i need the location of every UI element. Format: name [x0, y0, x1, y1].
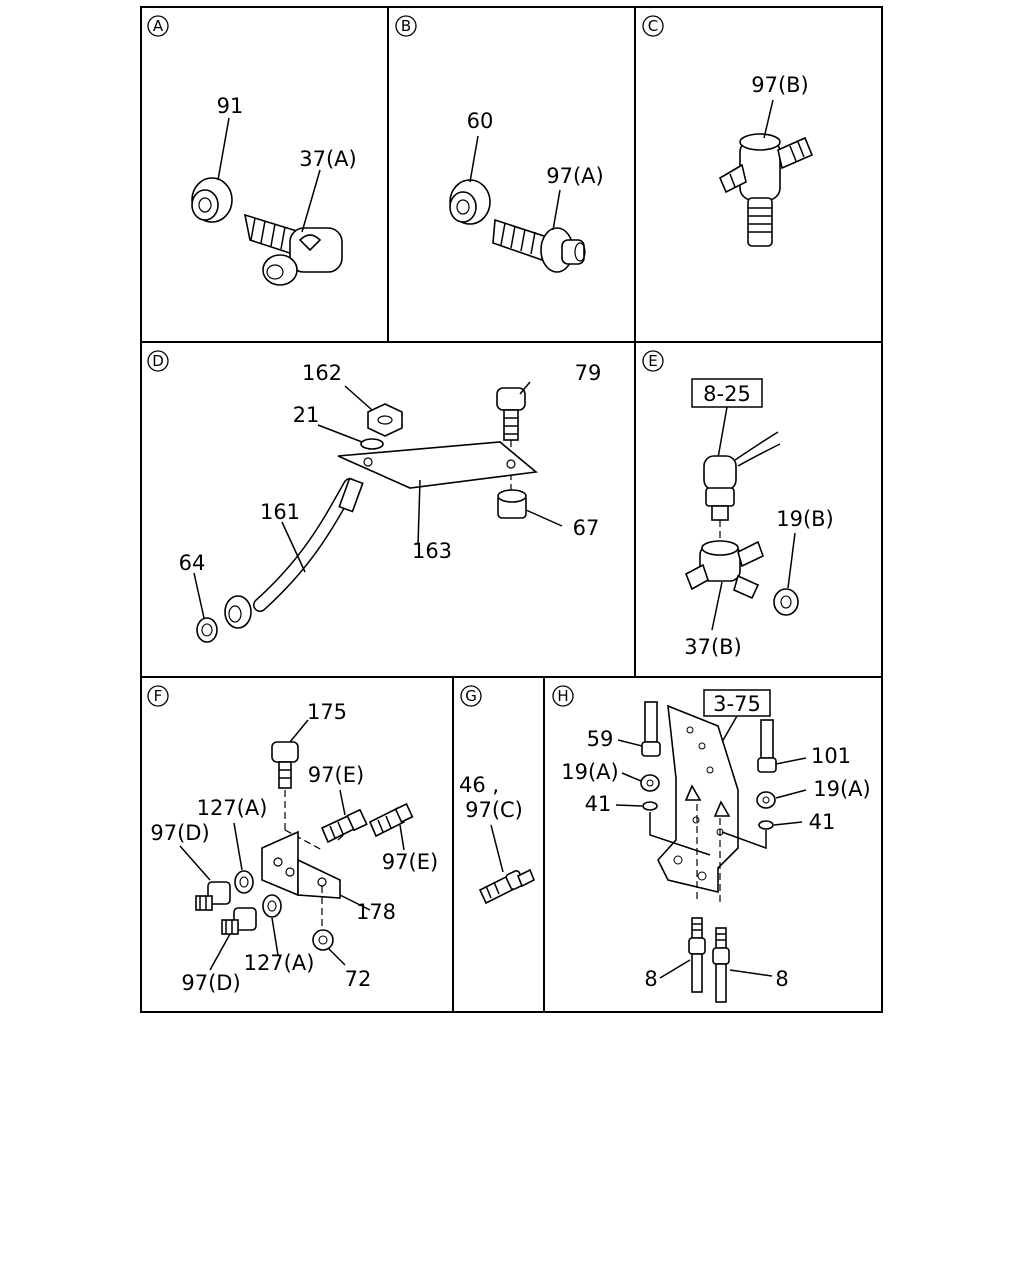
fitting-37a-illustration	[243, 213, 343, 286]
spacer-67-illustration	[497, 489, 527, 519]
label-163: 163	[412, 539, 452, 563]
bracket-plate-illustration	[657, 704, 739, 894]
nut-19a-left-illustration	[640, 774, 660, 792]
fitting-97a-illustration	[492, 218, 586, 273]
label-8-left: 8	[644, 967, 657, 991]
washer-41-right-illustration	[758, 820, 774, 830]
panel-h: H 3-75	[552, 685, 871, 1003]
tee-fitting-97b-illustration	[718, 133, 814, 247]
panel-d-letter: D	[152, 352, 164, 370]
washer-64-illustration	[196, 617, 218, 643]
label-72: 72	[345, 967, 372, 991]
label-41-right: 41	[809, 810, 836, 834]
stud-8-right-illustration	[712, 927, 730, 1003]
label-60: 60	[467, 109, 494, 133]
ref-3-75: 3-75	[713, 692, 761, 716]
fitting-97e-upper-illustration	[320, 808, 368, 844]
fitting-97c-illustration	[478, 868, 536, 905]
label-91: 91	[217, 94, 244, 118]
label-46: 46 ,	[459, 773, 499, 797]
ref-8-25: 8-25	[703, 382, 751, 406]
panel-d: D	[147, 350, 602, 643]
panel-g-letter: G	[465, 687, 477, 705]
label-64: 64	[179, 551, 206, 575]
panel-h-letter: H	[557, 687, 568, 705]
label-59: 59	[587, 727, 614, 751]
label-19a-left: 19(A)	[561, 760, 618, 784]
label-97c: 97(C)	[465, 798, 523, 822]
label-79: 79	[575, 361, 602, 385]
label-97d-lower: 97(D)	[181, 971, 240, 995]
nut-60-illustration	[449, 179, 491, 225]
bracket-178-illustration	[261, 830, 341, 899]
label-37a: 37(A)	[299, 147, 356, 171]
bolt-175-illustration	[271, 741, 299, 789]
sensor-illustration	[703, 431, 781, 521]
label-178: 178	[356, 900, 396, 924]
bolt-59-illustration	[641, 701, 661, 757]
panel-c-letter: C	[648, 17, 658, 35]
panel-f: F	[147, 685, 438, 995]
panel-e: E 8-25 19(B) 37(B)	[642, 350, 834, 659]
label-19a-right: 19(A)	[813, 777, 870, 801]
nut-19b-illustration	[773, 588, 799, 616]
washer-21-illustration	[360, 438, 384, 450]
panel-a-letter: A	[153, 17, 164, 35]
label-161: 161	[260, 500, 300, 524]
panel-g: G 46 , 97(C)	[459, 685, 536, 905]
bolt-101-illustration	[757, 719, 777, 773]
label-67: 67	[573, 516, 600, 540]
label-8-right: 8	[775, 967, 788, 991]
panel-b-letter: B	[401, 17, 411, 35]
label-97e-lower: 97(E)	[382, 850, 438, 874]
hose-161-illustration	[224, 477, 364, 629]
nut-72-illustration	[312, 929, 334, 951]
label-37b: 37(B)	[684, 635, 742, 659]
panel-f-letter: F	[154, 687, 163, 705]
cross-fitting-37b-illustration	[684, 540, 764, 600]
nut-127a-upper-illustration	[234, 870, 254, 894]
panel-e-letter: E	[648, 352, 657, 370]
panel-grid	[140, 6, 883, 1013]
label-97e-upper: 97(E)	[308, 763, 364, 787]
stud-8-left-illustration	[688, 917, 706, 993]
fitting-97e-lower-illustration	[368, 803, 414, 838]
label-97d-upper: 97(D)	[150, 821, 209, 845]
fitting-97d-lower-illustration	[221, 907, 257, 935]
label-162: 162	[302, 361, 342, 385]
label-21: 21	[293, 403, 320, 427]
nut-91-illustration	[191, 177, 233, 223]
label-97a: 97(A)	[546, 164, 603, 188]
label-175: 175	[307, 700, 347, 724]
label-101: 101	[811, 744, 851, 768]
fitting-97d-upper-illustration	[195, 881, 231, 911]
washer-41-left-illustration	[642, 801, 658, 811]
label-19b: 19(B)	[776, 507, 834, 531]
nut-162-illustration	[367, 403, 403, 437]
label-127a-upper: 127(A)	[197, 796, 268, 820]
bolt-79-illustration	[496, 387, 526, 441]
bracket-163-illustration	[337, 441, 538, 489]
panel-c: C 97(B)	[642, 15, 814, 247]
label-41-left: 41	[585, 792, 612, 816]
label-127a-lower: 127(A)	[244, 951, 315, 975]
panel-a: A 91 37(A)	[147, 15, 357, 286]
panel-b: B 60 97(A)	[395, 15, 604, 273]
nut-127a-lower-illustration	[262, 894, 282, 918]
label-97b: 97(B)	[751, 73, 809, 97]
nut-19a-right-illustration	[756, 791, 776, 809]
ref-box-3-75	[703, 689, 771, 717]
